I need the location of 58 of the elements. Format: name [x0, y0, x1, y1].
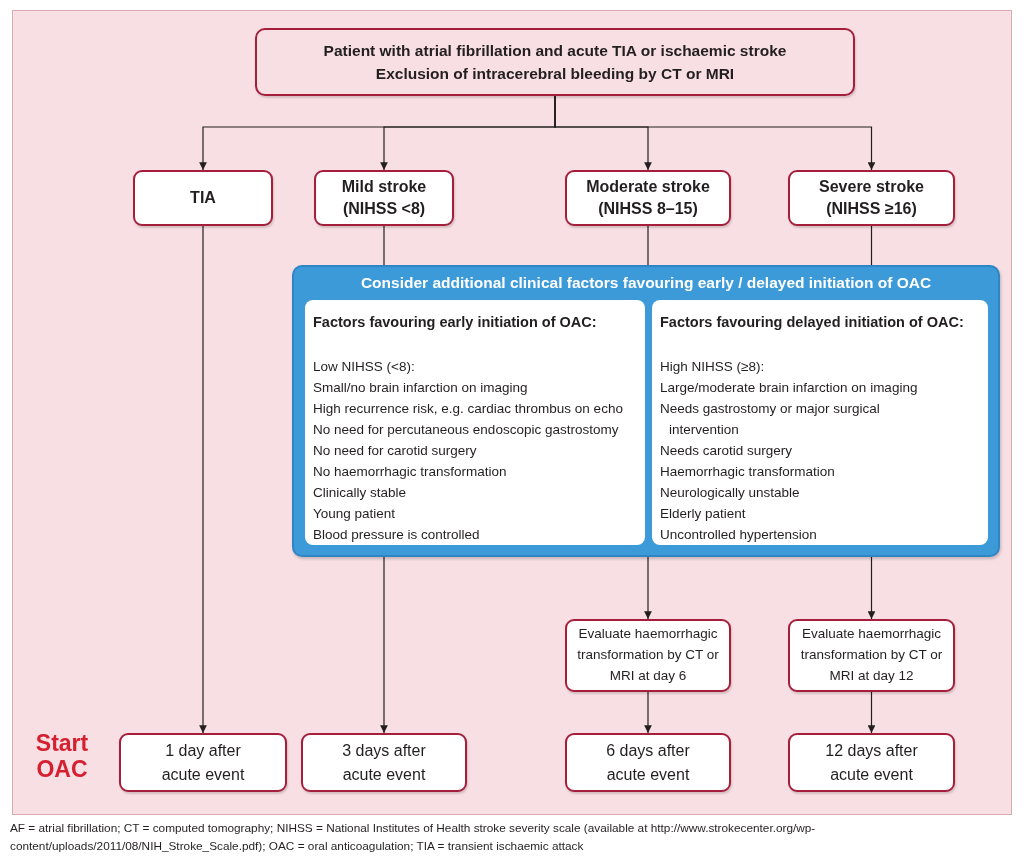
factor-item: No need for carotid surgery: [313, 442, 477, 460]
factor-item: High recurrence risk, e.g. cardiac thrombus on echo: [313, 400, 623, 418]
column-heading: Factors favouring early initiation of OAC:: [313, 313, 597, 332]
factor-item: Small/no brain infarction on imaging: [313, 379, 528, 397]
factor-item: Haemorrhagic transformation: [660, 463, 835, 481]
factor-item: Elderly patient: [660, 505, 746, 523]
panel-title: Consider additional clinical factors favouring early / delayed initiation of OAC: [360, 274, 932, 292]
category-label: Severe stroke (NIHSS ≥16): [818, 176, 925, 219]
factor-item: Needs gastrostomy or major surgical intervention: [660, 400, 881, 439]
connector-line: [647, 225, 649, 266]
start-timing-box: [565, 733, 731, 792]
start-timing-box: [788, 733, 955, 792]
factor-item: Neurologically unstable: [660, 484, 800, 502]
factors-panel: [292, 265, 1000, 557]
evaluation-text: Evaluate haemorrhagic transformation by CT or MRI at day 6: [576, 625, 720, 685]
footnote: AF = atrial fibrillation; CT = computed tomography; NIHSS = National Institutes of Health stroke severity scale (available at http://www.strokecenter.org/wp-content/uploads/2011/08/NIH_Stroke_Scale.pdf); OAC = oral anticoagulation; TIA = transient ischaemic attack: [10, 820, 817, 856]
factor-item: Low NIHSS (<8):: [313, 358, 415, 376]
connector-line: [383, 225, 385, 266]
start-timing-box: [301, 733, 467, 792]
arrow: [380, 556, 388, 734]
column-heading: Factors favouring delayed initiation of OAC:: [660, 313, 964, 332]
category-label: Moderate stroke (NIHSS 8–15): [585, 176, 711, 219]
timing-text: 12 days after acute event: [824, 741, 919, 785]
factor-item: No need for percutaneous endoscopic gastrostomy: [313, 421, 619, 439]
factor-item: Needs carotid surgery: [660, 442, 793, 460]
stroke-category-box: [314, 170, 454, 226]
category-label: Mild stroke (NIHSS <8): [340, 176, 428, 219]
start-timing-box: [119, 733, 287, 792]
factors-card: [652, 300, 988, 545]
factor-item: Clinically stable: [313, 484, 407, 502]
header-box: [255, 28, 855, 96]
arrow: [644, 556, 652, 620]
factor-item: Blood pressure is controlled: [313, 526, 480, 544]
connector-line: [870, 225, 873, 266]
header-text: Exclusion of intracerebral bleeding by CT or MRI: [375, 64, 735, 84]
arrow: [199, 225, 207, 734]
arrow: [867, 556, 876, 620]
timing-text: 3 days after acute event: [341, 741, 427, 785]
timing-text: 6 days after acute event: [605, 741, 691, 785]
timing-text: 1 day after acute event: [160, 741, 246, 785]
factors-card: [305, 300, 645, 545]
stroke-category-box: [788, 170, 955, 226]
arrow: [644, 691, 652, 734]
factor-item: Large/moderate brain infarction on imaging: [660, 379, 918, 397]
stroke-category-box: [565, 170, 731, 226]
factor-item: Young patient: [313, 505, 396, 523]
evaluation-box: [565, 619, 731, 692]
category-label: TIA: [190, 187, 216, 208]
evaluation-box: [788, 619, 955, 692]
evaluation-text: Evaluate haemorrhagic transformation by CT or MRI at day 12: [799, 625, 944, 685]
factor-item: High NIHSS (≥8):: [660, 358, 765, 376]
arrow: [867, 691, 876, 734]
header-text: Patient with atrial fibrillation and acute TIA or ischaemic stroke: [323, 40, 787, 61]
row-label: Start OAC: [34, 730, 90, 783]
factor-item: No haemorrhagic transformation: [313, 463, 507, 481]
arrow: [554, 95, 876, 171]
stroke-category-box: [133, 170, 273, 226]
factor-item: Uncontrolled hypertension: [660, 526, 817, 544]
